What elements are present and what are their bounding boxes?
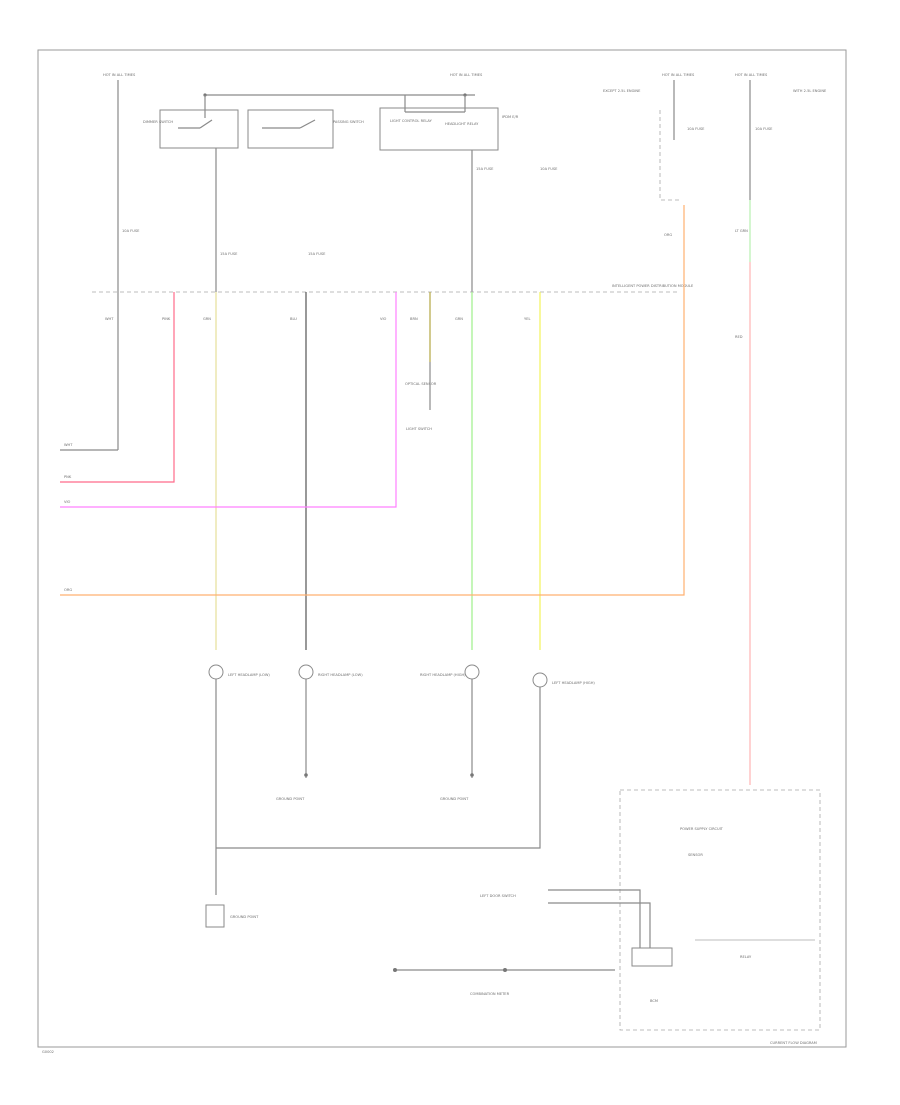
wire-orange bbox=[60, 205, 685, 596]
ground-label-3: GROUND POINT bbox=[230, 915, 259, 919]
fuse-1: 10A FUSE bbox=[122, 229, 140, 233]
fuse-5: 10A FUSE bbox=[540, 167, 558, 171]
dimmer-switch-box bbox=[159, 109, 239, 149]
wire-ground-4 bbox=[216, 687, 541, 849]
fuse-2: 15A FUSE bbox=[220, 252, 238, 256]
left-code-3: VIO bbox=[64, 500, 71, 504]
junction bbox=[503, 968, 507, 972]
switch-blade bbox=[199, 119, 213, 129]
ground-component bbox=[205, 904, 225, 928]
fuse-3: 15A FUSE bbox=[308, 252, 326, 256]
wire-code: LT GRN bbox=[735, 229, 748, 233]
left-code-1: WHT bbox=[64, 443, 73, 447]
footer-caption: CURRENT FLOW DIAGRAM bbox=[770, 1041, 817, 1045]
hot-label-a: HOT IN ALL TIMES bbox=[103, 73, 136, 77]
junction bbox=[304, 773, 308, 777]
module-bcm-label: BCM bbox=[650, 999, 658, 1003]
wire-code: VIO bbox=[380, 317, 387, 321]
note-optical: OPTICAL SENSOR bbox=[405, 382, 437, 386]
relay-box bbox=[379, 107, 499, 151]
ground-label-1: GROUND POINT bbox=[276, 797, 305, 801]
wire-code: BRN bbox=[410, 317, 418, 321]
wire-module-2 bbox=[548, 902, 651, 960]
dash-link bbox=[659, 110, 680, 201]
left-code-2: PNK bbox=[64, 475, 72, 479]
note-except: EXCEPT 2.5L ENGINE bbox=[603, 89, 641, 93]
wire-code: GRN bbox=[203, 317, 211, 321]
wire-module-1 bbox=[548, 889, 641, 960]
fuse-6: 10A FUSE bbox=[687, 127, 705, 131]
wire-code: GRN bbox=[455, 317, 463, 321]
left-code-4: ORG bbox=[64, 588, 72, 592]
wire-code: PINK bbox=[162, 317, 171, 321]
wire-code: BLU bbox=[290, 317, 297, 321]
module-power-label: POWER SUPPLY CIRCUIT bbox=[680, 827, 724, 831]
lamp-label-2: RIGHT HEADLAMP (LOW) bbox=[318, 673, 363, 677]
footer-code: G0002 bbox=[42, 1050, 54, 1054]
module-relay-label: RELAY bbox=[740, 955, 752, 959]
relay-name-label: HEADLIGHT RELAY bbox=[445, 122, 479, 126]
note-door-switch: LEFT DOOR SWITCH bbox=[480, 894, 516, 898]
note-meter: COMBINATION METER bbox=[470, 992, 510, 996]
bcm-box bbox=[619, 789, 821, 1031]
ipdm-label: INTELLIGENT POWER DISTRIBUTION MODULE bbox=[612, 284, 694, 288]
lamp-label-1: LEFT HEADLAMP (LOW) bbox=[228, 673, 270, 677]
junction bbox=[393, 968, 397, 972]
lamp-left-low bbox=[208, 664, 224, 680]
lamp-left-high bbox=[532, 672, 548, 688]
ground-label-2: GROUND POINT bbox=[440, 797, 469, 801]
wire-pink bbox=[60, 292, 175, 483]
lamp-label-4: LEFT HEADLAMP (HIGH) bbox=[552, 681, 595, 685]
hot-label-b: HOT IN ALL TIMES bbox=[450, 73, 483, 77]
diagram-frame bbox=[37, 49, 847, 1048]
fuse-7: 10A FUSE bbox=[755, 127, 773, 131]
junction bbox=[470, 773, 474, 777]
passing-switch-label: PASSING SWITCH bbox=[333, 120, 364, 124]
relay-note: IPDM E/R bbox=[502, 115, 519, 119]
note-with: WITH 2.5L ENGINE bbox=[793, 89, 827, 93]
hot-label-c: HOT IN ALL TIMES bbox=[662, 73, 695, 77]
fuse-4: 15A FUSE bbox=[476, 167, 494, 171]
dimmer-switch-label: DIMMER SWITCH bbox=[143, 120, 173, 124]
relay-coil-label: LIGHT CONTROL RELAY bbox=[390, 119, 433, 123]
module-sensor-label: SENSOR bbox=[688, 853, 703, 857]
wire-code: ORG bbox=[664, 233, 672, 237]
wire-code: WHT bbox=[105, 317, 114, 321]
wire-code: RED bbox=[735, 335, 743, 339]
wire-code: YEL bbox=[524, 317, 530, 321]
lamp-label-3: RIGHT HEADLAMP (HIGH) bbox=[420, 673, 466, 677]
passing-switch-box bbox=[247, 109, 334, 149]
note-light-switch: LIGHT SWITCH bbox=[406, 427, 432, 431]
wire-violet bbox=[60, 292, 397, 508]
switch-blade bbox=[299, 119, 316, 129]
lamp-right-high bbox=[464, 664, 480, 680]
lamp-right-low bbox=[298, 664, 314, 680]
module-connector bbox=[631, 947, 673, 967]
hot-label-d: HOT IN ALL TIMES bbox=[735, 73, 768, 77]
